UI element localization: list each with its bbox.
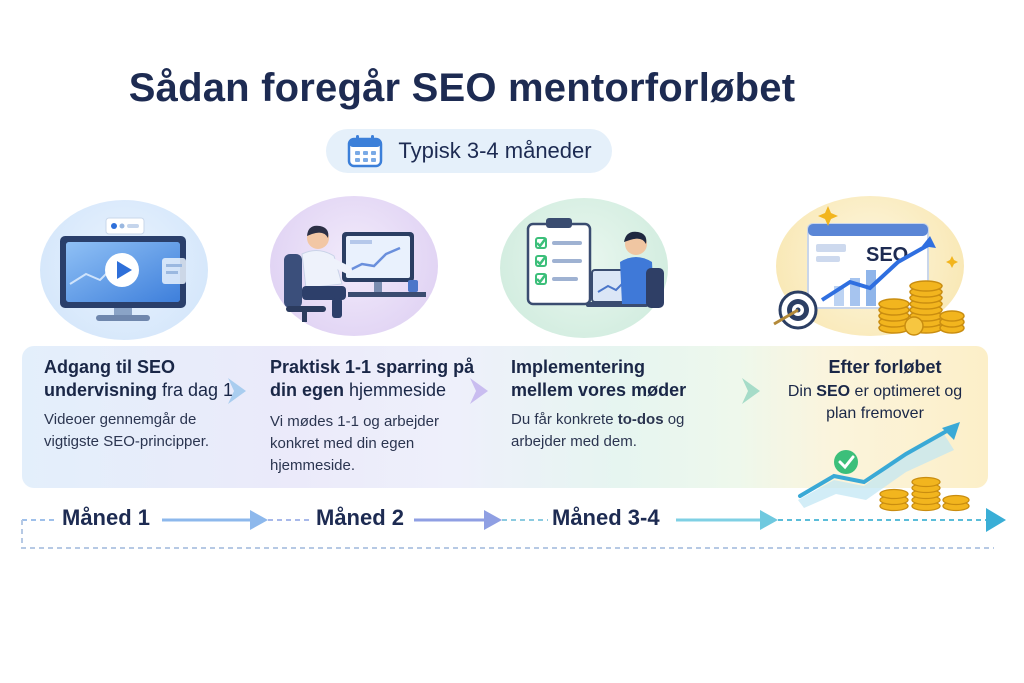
checklist-laptop-illustration [526,218,664,308]
timeline-month-2: Måned 2 [316,505,405,530]
target-icon [773,290,818,330]
step-4-title: Efter forløbet [828,357,942,377]
chevron-right-icon [470,378,488,404]
page-title: Sådan foregår SEO mentorforløbet [128,66,796,110]
duration-label: Typisk 3-4 måneder [398,138,592,163]
step-2-title: Praktisk 1-1 sparring på din egen hjemme… [270,357,475,400]
step-3-title: Implementering mellem vores møder [511,357,687,400]
chevron-right-icon [228,378,246,404]
calendar-icon [348,135,383,168]
step-3-description: Du får konkrete to-dos og arbejder med d… [511,411,685,450]
play-icon [117,261,132,279]
coin-stack-icon [878,280,965,334]
person-at-computer-illustration [284,225,426,322]
check-circle-icon [834,450,858,474]
steps-band [22,346,988,488]
step-1-description: Videoer gennemgår de vigtigste SEO-princ… [44,411,210,450]
growth-chart-coins-illustration: SEO [773,206,965,336]
sparkle-icon [818,206,838,226]
step-1-title: Adgang til SEO undervisning fra dag 1 [44,357,234,400]
video-monitor-illustration [60,217,186,321]
sparkle-icon [946,256,958,268]
timeline-month-3-4: Måned 3-4 [552,505,660,530]
growth-arrow-illustration [798,422,970,512]
checkmark-icons [535,237,547,285]
step-2-description: Vi mødes 1-1 og arbejder konkret med din… [270,413,439,474]
chevron-right-icon [742,378,760,404]
duration-badge: Typisk 3-4 måneder [326,129,612,173]
timeline-month-1: Måned 1 [62,505,151,530]
seo-badge: SEO [866,244,908,266]
step-4-description: Din SEO er optimeret og plan fremover [787,383,963,422]
